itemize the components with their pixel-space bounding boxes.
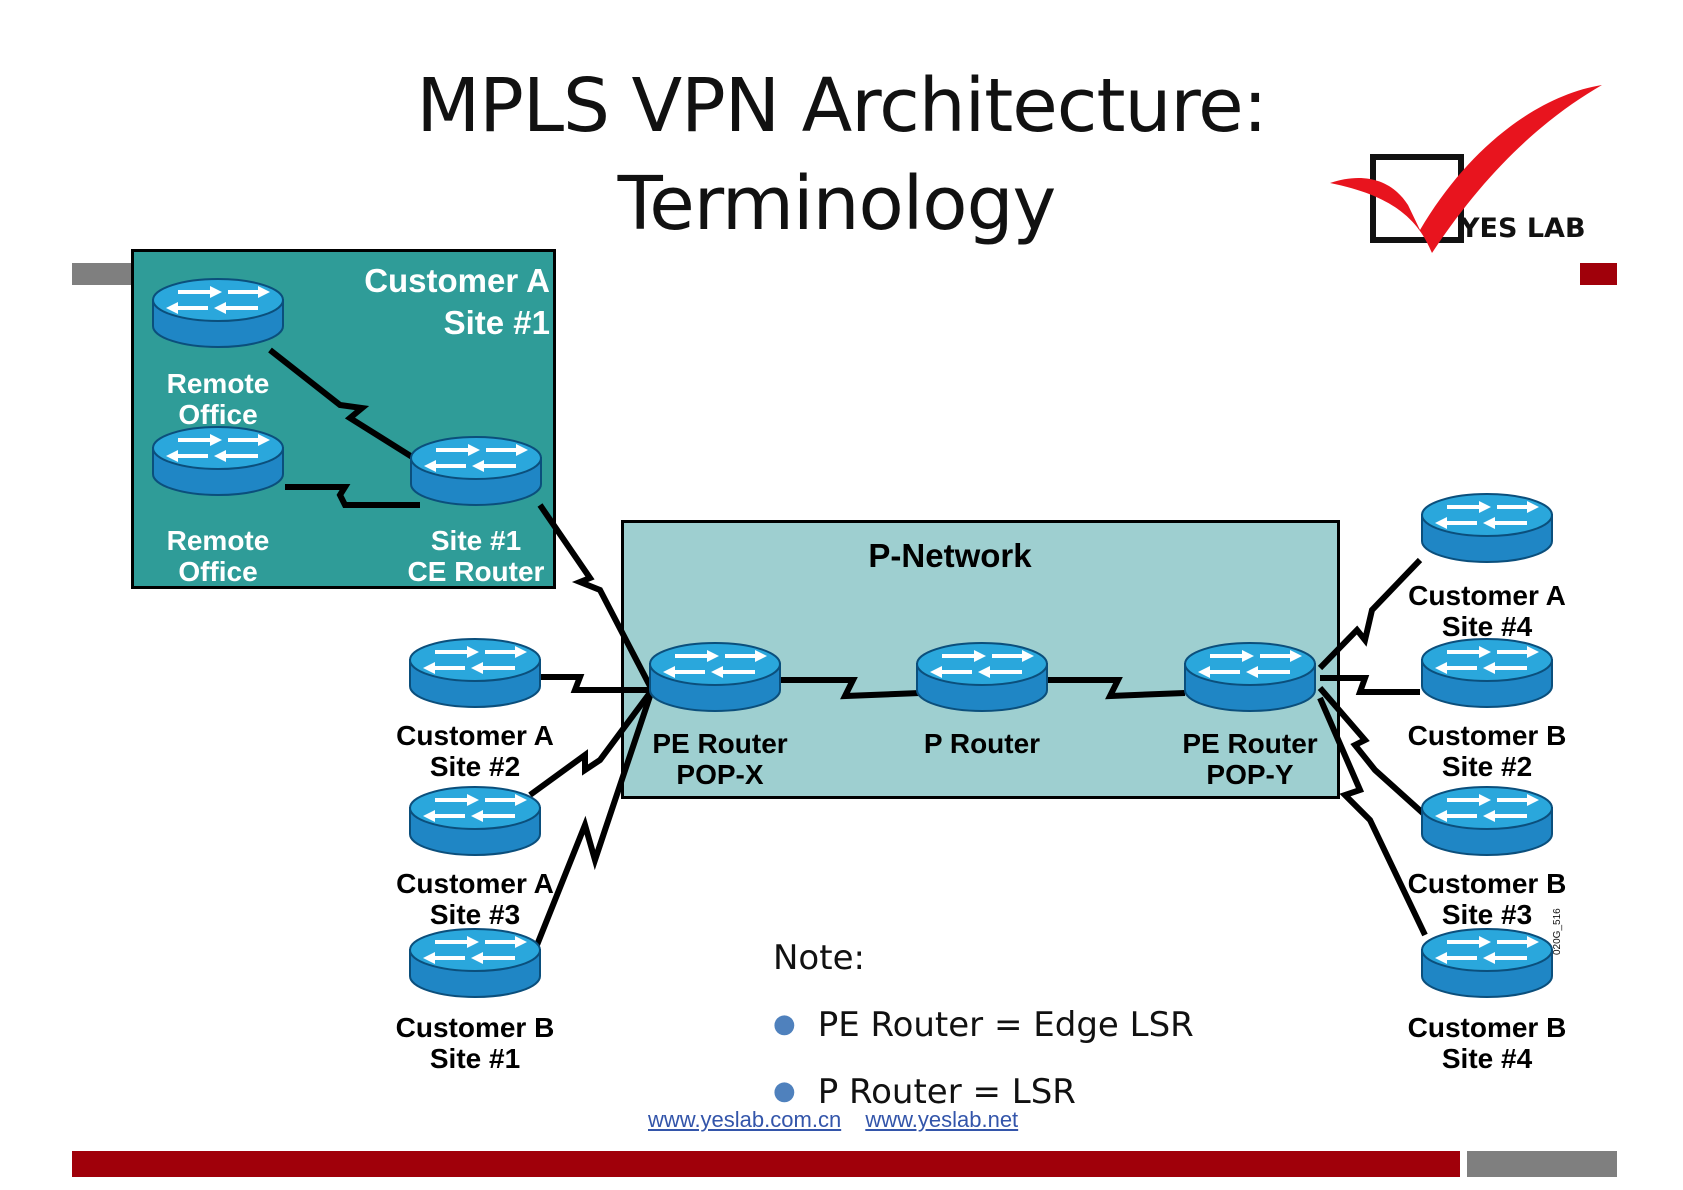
bottom-red-bar bbox=[72, 1151, 1460, 1177]
figure-code: 020G_516 bbox=[1552, 908, 1563, 955]
router-icon bbox=[408, 637, 542, 709]
router-icon bbox=[151, 277, 285, 349]
customer-a-box-title-line2: Site #1 bbox=[443, 304, 550, 341]
checkmark-logo-icon bbox=[1330, 85, 1602, 253]
note-heading: Note: bbox=[773, 938, 865, 978]
serial-link-icon bbox=[537, 503, 655, 692]
page-title-line2: Terminology bbox=[617, 161, 1057, 247]
serial-link-icon bbox=[540, 674, 652, 693]
bottom-gray-bar bbox=[1467, 1151, 1617, 1177]
serial-link-icon bbox=[285, 484, 420, 508]
note-item-2-text: P Router = LSR bbox=[817, 1072, 1076, 1112]
note-item-1-text: PE Router = Edge LSR bbox=[817, 1005, 1194, 1045]
note-item-2: ● P Router = LSR bbox=[773, 1072, 1076, 1112]
router-icon bbox=[915, 641, 1049, 713]
footer-link-cn[interactable]: www.yeslab.com.cn bbox=[648, 1107, 842, 1132]
serial-link-icon bbox=[1045, 677, 1186, 700]
top-right-red-bar bbox=[1580, 263, 1617, 285]
p-router-label: P Router bbox=[923, 728, 1041, 759]
serial-link-icon bbox=[1317, 686, 1428, 818]
footer-link-net[interactable]: www.yeslab.net bbox=[865, 1107, 1019, 1132]
router-icon bbox=[408, 927, 542, 999]
bullet-icon: ● bbox=[773, 1076, 796, 1106]
customer-a-box-title: Customer A Site #1 bbox=[330, 260, 550, 344]
router-icon bbox=[151, 425, 285, 497]
router-icon bbox=[1420, 785, 1554, 857]
serial-link-icon bbox=[532, 689, 655, 952]
p-network-title: P-Network bbox=[868, 537, 1032, 574]
serial-link-icon bbox=[268, 347, 478, 500]
bullet-icon: ● bbox=[773, 1009, 796, 1039]
router-icon bbox=[1183, 641, 1317, 713]
top-left-gray-bar bbox=[72, 263, 132, 285]
page-title-line1: MPLS VPN Architecture: bbox=[416, 63, 1267, 149]
footer-links: www.yeslab.com.cn www.yeslab.net bbox=[648, 1107, 1036, 1133]
router-icon bbox=[1420, 927, 1554, 999]
router-icon bbox=[408, 785, 542, 857]
serial-link-icon bbox=[1317, 696, 1428, 937]
logo-text: YES LAB bbox=[1460, 213, 1586, 244]
router-icon bbox=[1420, 637, 1554, 709]
router-icon bbox=[1420, 492, 1554, 564]
serial-link-icon bbox=[780, 677, 921, 700]
router-icon bbox=[409, 435, 543, 507]
note-item-1: ● PE Router = Edge LSR bbox=[773, 1005, 1194, 1045]
serial-link-icon bbox=[1317, 557, 1423, 671]
serial-link-icon bbox=[528, 688, 655, 798]
router-icon bbox=[648, 641, 782, 713]
serial-link-icon bbox=[1320, 675, 1420, 695]
customer-a-box-title-line1: Customer A bbox=[364, 262, 550, 299]
